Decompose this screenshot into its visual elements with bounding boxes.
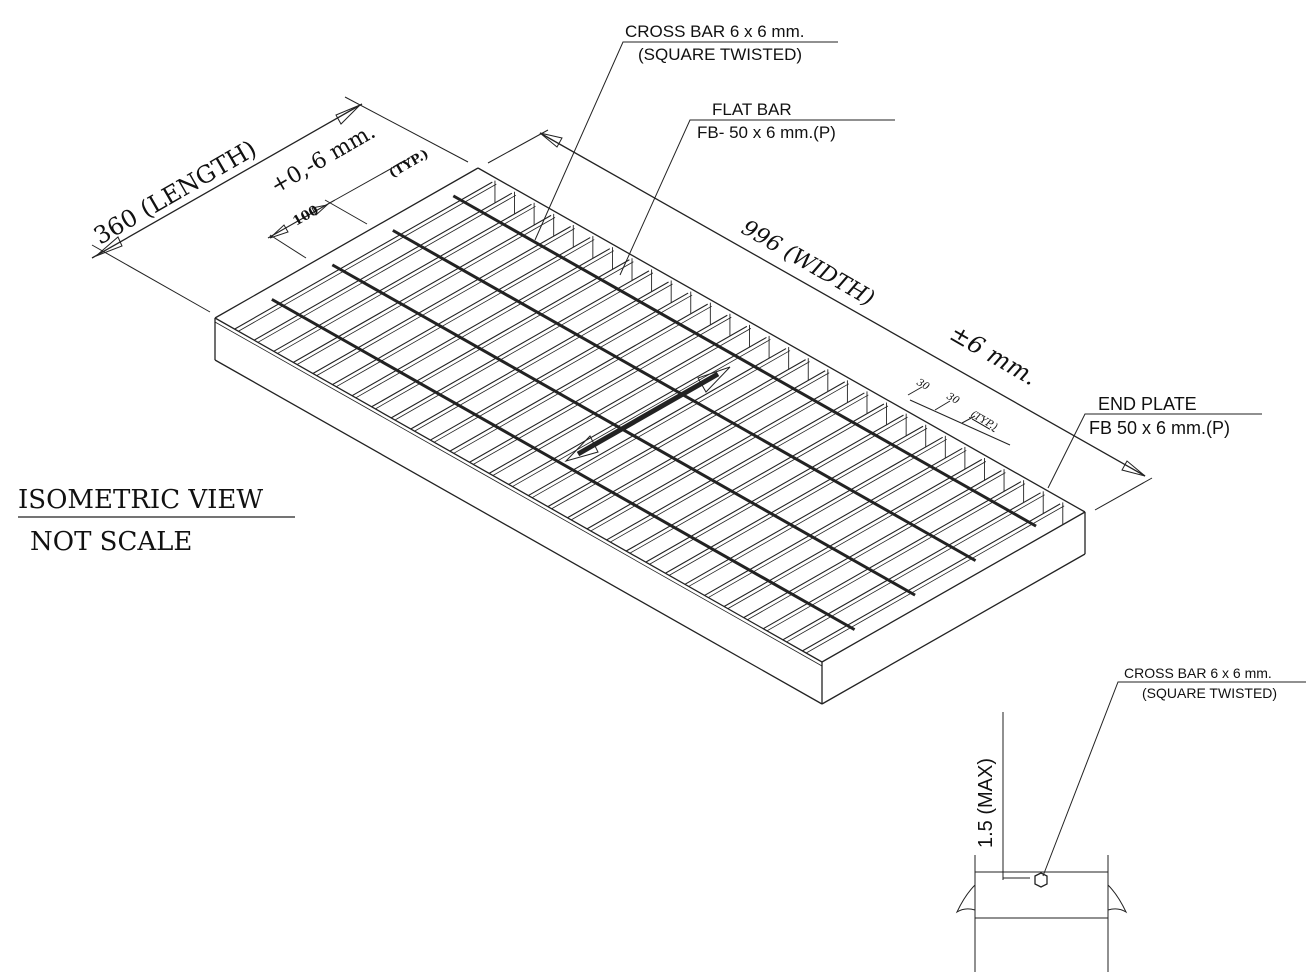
section-detail xyxy=(955,712,1128,972)
flat-bar-edge xyxy=(434,294,693,443)
max-protrusion-label: 1.5 (MAX) xyxy=(975,758,997,848)
bar-spacing-typ: (TYP.) xyxy=(969,409,1000,433)
detail-cross-bar-callout-2: (SQUARE TWISTED) xyxy=(1142,685,1277,701)
flat-bar-edge xyxy=(610,394,869,543)
grating-isometric xyxy=(214,167,1086,705)
flat-bar xyxy=(684,436,943,585)
flat-bar xyxy=(312,226,571,374)
flat-bar xyxy=(430,292,689,441)
flat-bar xyxy=(723,459,983,607)
flat-bar xyxy=(351,248,611,397)
width-tolerance: ±6 mm. xyxy=(945,319,1042,391)
flat-bar-callout-2: FB- 50 x 6 mm.(P) xyxy=(697,123,836,142)
flat-bar-edge xyxy=(297,217,556,365)
flat-bar xyxy=(410,281,669,430)
back-edge xyxy=(477,167,1086,513)
flat-bar-edge xyxy=(708,450,967,598)
flat-bar-edge xyxy=(238,183,497,332)
view-subtitle: NOT SCALE xyxy=(30,527,192,557)
flat-bar-edge xyxy=(355,250,615,399)
flat-bar xyxy=(390,270,650,419)
length-label: 360 (LENGTH) xyxy=(89,135,261,251)
flat-bar xyxy=(488,325,748,474)
flat-bar xyxy=(332,237,591,386)
cross-bar-callout-1: CROSS BAR 6 x 6 mm. xyxy=(625,22,804,41)
flat-bar-edge xyxy=(669,427,928,576)
bearing-direction-arrow xyxy=(564,366,731,462)
flat-bar-edge xyxy=(629,405,889,554)
flat-bar-edge xyxy=(316,228,575,376)
bar-spacing-1: 30 xyxy=(915,377,932,393)
view-title: ISOMETRIC VIEW xyxy=(18,485,263,515)
flat-bar xyxy=(371,259,630,408)
flat-bar-edge xyxy=(414,283,673,432)
flat-bar xyxy=(665,425,924,574)
bottom-right-edge xyxy=(821,553,1086,705)
flat-bar-edge xyxy=(395,272,654,421)
flat-bar-edge xyxy=(473,316,732,465)
flat-bar xyxy=(449,303,708,452)
flat-bar-edge xyxy=(571,372,830,521)
flat-bar-edge xyxy=(688,438,947,587)
flat-bar-edge xyxy=(375,261,634,410)
left-end-plate xyxy=(214,167,479,319)
length-dimension xyxy=(91,96,469,313)
flat-bar-edge xyxy=(277,205,536,354)
flat-bar xyxy=(762,481,1022,630)
cross-bar xyxy=(452,194,1037,528)
flat-bar-edge xyxy=(336,239,595,387)
length-tolerance: +0,-6 mm. xyxy=(267,119,380,199)
flat-bar-edge xyxy=(649,416,908,565)
cross-bar-callout-2: (SQUARE TWISTED) xyxy=(638,45,802,64)
flat-bar xyxy=(782,492,1041,641)
flat-bar xyxy=(273,203,532,352)
callout-leaders xyxy=(534,41,1306,877)
flat-bar xyxy=(234,181,493,330)
flat-bar xyxy=(567,370,826,519)
flat-bar xyxy=(704,447,963,596)
flat-bar-edge xyxy=(747,472,1006,620)
flat-bar xyxy=(293,214,552,363)
flat-bar xyxy=(606,392,865,541)
cross-spacing-typ: (TYP.) xyxy=(387,147,432,182)
flat-bar xyxy=(802,503,1061,652)
flat-bar-edge xyxy=(257,194,517,343)
right-end-plate xyxy=(821,511,1086,663)
front-plate-inner-edge xyxy=(214,321,823,667)
flat-bar-edge xyxy=(786,494,1045,643)
flat-bar xyxy=(469,314,728,463)
flat-bar-edge xyxy=(512,339,771,487)
flat-bar xyxy=(645,414,904,563)
flat-bar xyxy=(508,336,767,485)
bar-spacing-2: 30 xyxy=(945,391,962,407)
flat-bar-edge xyxy=(590,383,849,532)
flat-bar xyxy=(625,403,885,552)
width-dimension xyxy=(487,129,1153,511)
bottom-front-edge xyxy=(214,359,823,705)
flat-bar-edge xyxy=(492,328,752,476)
flat-bar-edge xyxy=(767,483,1026,632)
flat-bar xyxy=(253,192,513,341)
end-plate-callout-2: FB 50 x 6 mm.(P) xyxy=(1089,418,1230,438)
flat-bar-edge xyxy=(727,461,987,609)
flat-bar-edge xyxy=(551,361,810,509)
flat-bar xyxy=(528,348,787,497)
end-plate-callout-1: END PLATE xyxy=(1098,394,1197,414)
flat-bar-edge xyxy=(453,305,712,454)
detail-cross-bar-callout-1: CROSS BAR 6 x 6 mm. xyxy=(1124,665,1272,681)
flat-bar xyxy=(586,381,846,530)
flat-bar xyxy=(547,359,806,508)
flat-bar xyxy=(743,470,1002,619)
flat-bar-edge xyxy=(532,350,791,498)
width-label: 996 (WIDTH) xyxy=(737,216,878,312)
flat-bar-edge xyxy=(806,505,1065,654)
front-top-edge xyxy=(214,317,823,663)
flat-bar-callout-1: FLAT BAR xyxy=(712,100,792,119)
cross-bar xyxy=(271,298,856,631)
